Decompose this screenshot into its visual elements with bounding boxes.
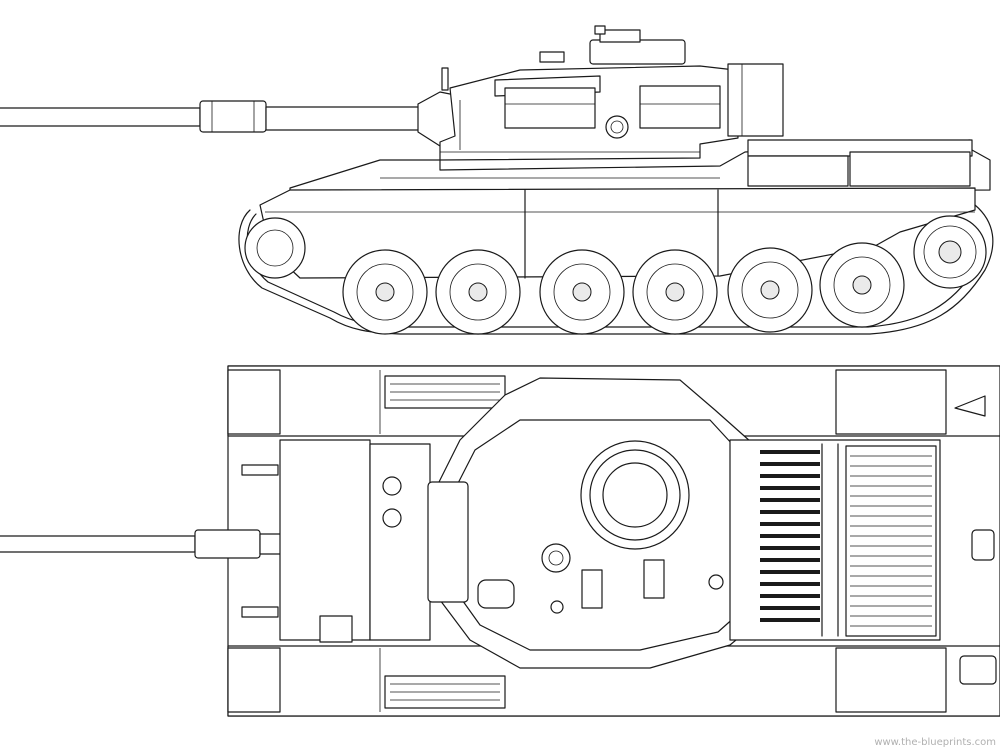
side-view: [0, 25, 994, 335]
side-turret: [439, 25, 784, 161]
top-commander-cupola: [580, 440, 690, 550]
top-view: [0, 365, 1000, 717]
top-rear-deck: [835, 369, 997, 713]
watermark-text: www.the-blueprints.com: [874, 737, 996, 748]
top-engine-deck: [729, 439, 941, 641]
top-stowage-bins: [384, 375, 506, 709]
side-road-wheels: [342, 242, 905, 335]
side-idler-wheel: [244, 217, 306, 279]
top-loader-hatch: [477, 543, 724, 614]
side-gun-barrel: [0, 91, 463, 147]
side-sprocket-wheel: [913, 215, 987, 289]
top-glacis: [241, 439, 431, 643]
